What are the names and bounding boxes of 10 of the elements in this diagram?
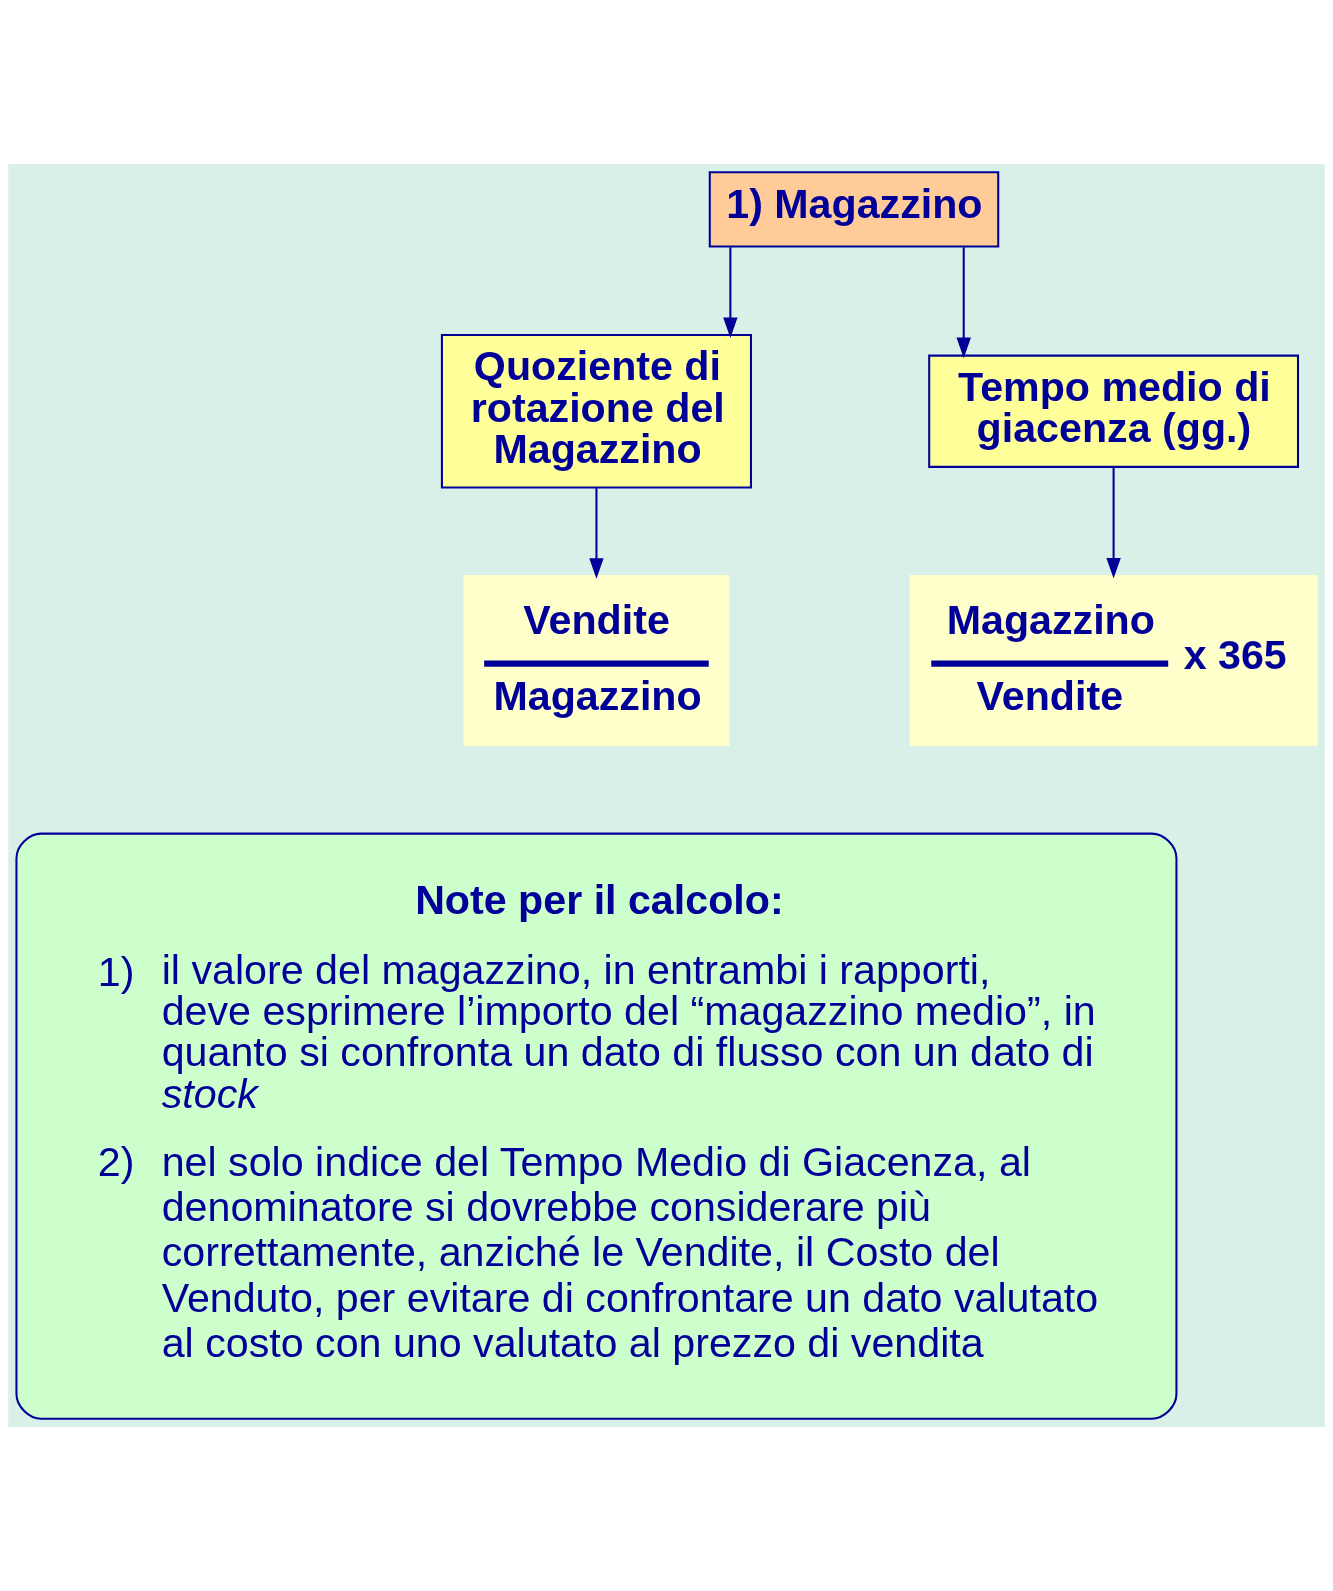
node-box: Tempo medio di giacenza (gg.) xyxy=(928,354,1300,468)
node-box: Note per il calcolo: 1) il valore del magazzino, in entrambi i rapporti, deve esprimere l’importo del “magazzino medio”, in quanto si confronta un dato di flusso con un dato di stock 2) nel solo indice del Tempo Medio di Giacenza, al denominatore si dovrebbe considerare più correttamente, anziché le Vendite, il Costo del Venduto, per evitare di confrontare un dato valutato al costo con uno valutato al prezzo di vendita xyxy=(15,832,1178,1420)
arrow xyxy=(723,247,738,339)
node-box: Quoziente di rotazione del Magazzino xyxy=(440,334,752,489)
node-box: Vendite Magazzino xyxy=(463,575,730,747)
arrow xyxy=(589,488,604,579)
node-box: 1) Magazzino xyxy=(708,171,1000,248)
node-box: Magazzino x 365 Vendite xyxy=(909,575,1318,747)
arrow xyxy=(956,247,971,359)
arrow xyxy=(1106,467,1121,579)
